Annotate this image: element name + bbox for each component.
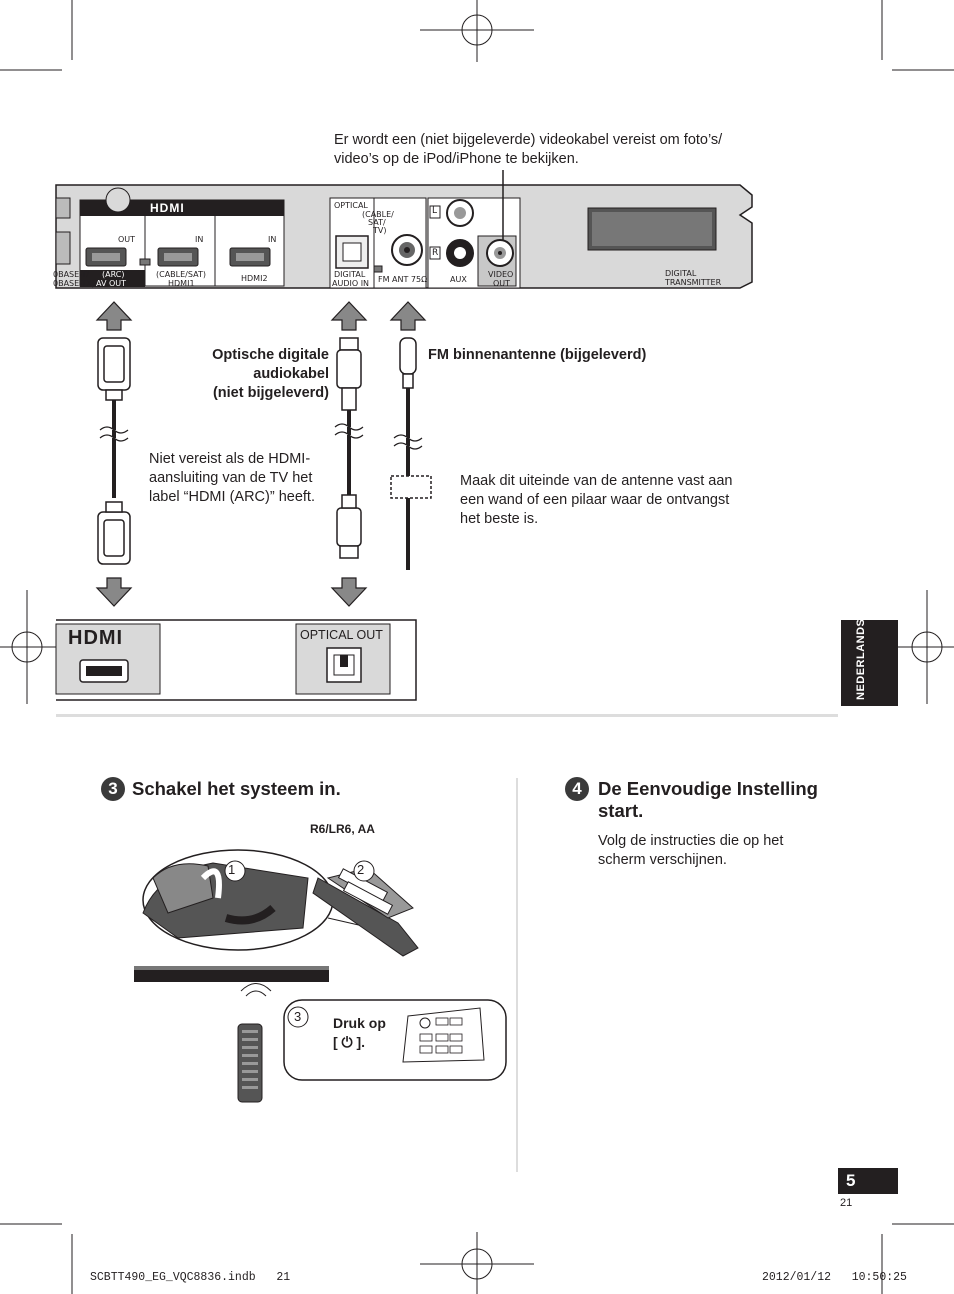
hdmi1-label-2: HDMI1 xyxy=(168,279,195,288)
arc-label-2: AV OUT xyxy=(96,279,127,288)
hdmi-note-line-1: Niet vereist als de HDMI- xyxy=(149,451,311,467)
hdmi-arc-note: Niet vereist als de HDMI- aansluiting va… xyxy=(149,450,339,507)
step4-text-line-1: Volg de instructies die op het xyxy=(598,833,784,849)
battery-label: R6/LR6, AA xyxy=(310,822,375,836)
footer-file: SCBTT490_EG_VQC8836.indb 21 xyxy=(90,1271,291,1284)
lan-label-1: 0BASE-T/ xyxy=(53,270,89,279)
language-tab: NEDERLANDS xyxy=(841,618,898,706)
press-line-1: Druk op xyxy=(333,1015,386,1031)
step4-title: De Eenvoudige Instelling start. xyxy=(598,778,818,822)
video-out-label-1: VIDEO xyxy=(488,270,514,279)
r-label: R xyxy=(432,248,439,258)
arc-label-1: (ARC) xyxy=(102,270,125,279)
step4-title-line-2: start. xyxy=(598,800,644,821)
step4-text-line-2: scherm verschijnen. xyxy=(598,852,727,868)
page-number: 5 xyxy=(846,1171,856,1190)
up-arrow-hdmi xyxy=(95,301,133,331)
cable-diagram xyxy=(95,301,432,607)
antenna-note: Maak dit uiteinde van de antenne vast aa… xyxy=(460,472,770,529)
footer-date: 2012/01/12 10:50:25 xyxy=(762,1271,907,1284)
lan-label-2: 0BASE-TX) xyxy=(53,279,95,288)
step3-title: Schakel het systeem in. xyxy=(132,778,341,799)
page-number-box: 5 xyxy=(838,1168,898,1194)
language-tab-label: NEDERLANDS xyxy=(855,618,867,700)
up-arrow-fm xyxy=(389,301,427,331)
tv-hdmi-logo: HDMI xyxy=(68,627,124,649)
press-line-2: [ ⏻ ]. xyxy=(333,1034,366,1050)
optical-cable-label: Optische digitale audiokabel (niet bijge… xyxy=(180,346,329,403)
section-divider xyxy=(56,714,838,717)
optical-cable-line-3: (niet bijgeleverd) xyxy=(212,385,329,401)
digital-transmitter-label-2: TRANSMITTER xyxy=(665,278,722,287)
optical-cable-line-1: Optische digitale xyxy=(212,347,329,363)
digital-transmitter-label-1: DIGITAL xyxy=(665,269,697,278)
hdmi-in1-label: IN xyxy=(195,235,204,244)
optical-label-4: TV) xyxy=(373,226,387,235)
tv-panel xyxy=(55,619,417,701)
hdmi-logo: HDMI xyxy=(150,201,185,215)
press-power-label: Druk op [ ⏻ ]. xyxy=(333,1014,386,1052)
hdmi-note-line-3: label “HDMI (ARC)” heeft. xyxy=(149,489,315,505)
hdmi2-label: HDMI2 xyxy=(241,274,268,283)
step3-number: 3 xyxy=(101,777,125,801)
step4-text: Volg de instructies die op het scherm ve… xyxy=(598,832,783,870)
hdmi1-label-1: (CABLE/SAT) xyxy=(156,270,206,279)
down-arrow-optical xyxy=(330,577,368,607)
optical-label-2: (CABLE/ xyxy=(362,210,394,219)
video-cable-note: Er wordt een (niet bijgeleverde) videoka… xyxy=(334,132,723,167)
hdmi-note-line-2: aansluiting van de TV het xyxy=(149,470,313,486)
aux-label: AUX xyxy=(450,275,467,284)
circle-3: 3 xyxy=(294,1009,302,1024)
optical-cable-line-2: audiokabel xyxy=(253,366,329,382)
antenna-note-line-1: Maak dit uiteinde van de antenne vast aa… xyxy=(460,473,733,489)
hdmi-in2-label: IN xyxy=(268,235,277,244)
hdmi-out-label: OUT xyxy=(118,235,136,244)
fm-ant-label: FM ANT 75Ω xyxy=(378,275,428,284)
antenna-note-line-2: een wand of een pilaar waar de ontvangst xyxy=(460,492,730,508)
l-label: L xyxy=(432,206,438,216)
digital-audio-label-1: DIGITAL xyxy=(334,270,366,279)
step4-title-line-1: De Eenvoudige Instelling xyxy=(598,778,818,799)
up-arrow-optical xyxy=(330,301,368,331)
fm-antenna-label: FM binnenantenne (bijgeleverd) xyxy=(428,347,647,363)
video-out-label-2: OUT xyxy=(493,279,511,288)
step3-illustration xyxy=(134,849,507,1103)
tv-optical-out-label: OPTICAL OUT xyxy=(300,628,383,642)
down-arrow-hdmi xyxy=(95,577,133,607)
circle-2: 2 xyxy=(357,862,365,877)
optical-label-3: SAT/ xyxy=(368,218,386,227)
step4-number: 4 xyxy=(565,777,589,801)
antenna-note-line-3: het beste is. xyxy=(460,511,539,527)
optical-label-1: OPTICAL xyxy=(334,201,368,210)
page-sub-number: 21 xyxy=(840,1197,853,1209)
digital-audio-label-2: AUDIO IN xyxy=(332,279,370,288)
rear-panel-diagram xyxy=(55,170,753,289)
circle-1: 1 xyxy=(228,862,236,877)
column-divider xyxy=(516,778,518,1172)
